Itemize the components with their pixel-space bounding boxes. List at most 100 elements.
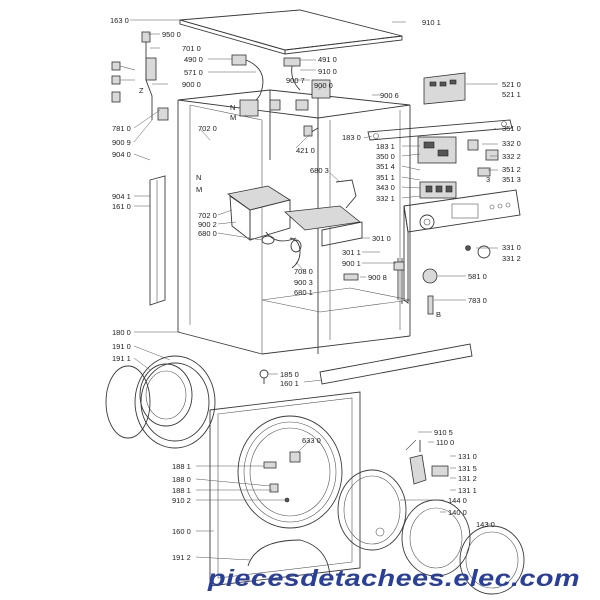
label-332-2: 332 2 — [502, 152, 521, 161]
top-lid — [179, 9, 403, 55]
inlet-valve — [231, 54, 301, 109]
label-708-0: 708 0 — [294, 267, 313, 276]
label-N-top: N — [230, 103, 235, 112]
label-131-2: 131 2 — [458, 474, 477, 483]
label-143-0: 143 0 — [476, 520, 495, 529]
front-panel — [209, 391, 361, 587]
label-910-0: 910 0 — [318, 67, 337, 76]
label-910-2: 910 2 — [172, 496, 191, 505]
label-161-0: 161 0 — [112, 202, 131, 211]
electrical-parts-top — [239, 79, 331, 137]
label-131-0: 131 0 — [458, 452, 477, 461]
label-490-0: 490 0 — [184, 55, 203, 64]
label-332-0: 332 0 — [502, 139, 521, 148]
knob-331 — [465, 245, 491, 259]
label-781-0: 781 0 — [112, 124, 131, 133]
label-900-8: 900 8 — [368, 273, 387, 282]
label-680-1: 680 1 — [294, 288, 313, 297]
side-panel — [149, 175, 166, 306]
site-watermark: piecesdetachees.elec.com — [207, 565, 580, 591]
label-350-0: 350 0 — [376, 152, 395, 161]
connector-900-8 — [343, 273, 359, 281]
label-188-0: 188 0 — [172, 475, 191, 484]
label-131-1: 131 1 — [458, 486, 477, 495]
label-701-0: 701 0 — [182, 44, 201, 53]
label-185-0: 185 0 — [280, 370, 299, 379]
label-Z: Z — [139, 86, 144, 95]
label-301-1: 301 1 — [342, 248, 361, 257]
label-B: B — [436, 310, 441, 319]
label-581-0: 581 0 — [468, 272, 487, 281]
door-glass-143 — [459, 525, 525, 595]
label-900-2: 900 2 — [198, 220, 217, 229]
label-191-2: 191 2 — [172, 553, 191, 562]
label-904-0: 904 0 — [112, 150, 131, 159]
label-163-0: 163 0 — [110, 16, 129, 25]
label-191-0: 191 0 — [112, 342, 131, 351]
label-M: M — [196, 185, 202, 194]
label-140-0: 140 0 — [448, 508, 467, 517]
label-900-1: 900 1 — [342, 259, 361, 268]
label-910-1: 910 1 — [422, 18, 441, 27]
label-3: 3 — [486, 175, 490, 184]
door-ring-144 — [337, 469, 407, 551]
label-783-0: 783 0 — [468, 296, 487, 305]
pcb-boards — [417, 136, 499, 199]
label-900-9: 900 9 — [112, 138, 131, 147]
label-900-6: 900 6 — [380, 91, 399, 100]
control-module-521 — [423, 72, 466, 105]
door-lock-110 — [405, 439, 449, 485]
label-188-1: 188 1 — [172, 462, 191, 471]
label-343-0: 343 0 — [376, 183, 395, 192]
label-491-0: 491 0 — [318, 55, 337, 64]
hose-assembly-left — [111, 31, 169, 121]
label-160-0: 160 0 — [172, 527, 191, 536]
label-702-0-b: 702 0 — [198, 211, 217, 220]
label-351-4: 351 4 — [376, 162, 395, 171]
door-assembly — [105, 355, 216, 449]
wiring-harness — [393, 258, 405, 304]
leader-lines — [130, 19, 499, 561]
drain-hose-708 — [289, 237, 302, 269]
label-904-1: 904 1 — [112, 192, 131, 201]
label-680-3: 680 3 — [310, 166, 329, 175]
label-160-1: 160 1 — [280, 379, 299, 388]
element-783 — [427, 295, 434, 315]
label-131-5: 131 5 — [458, 464, 477, 473]
porthole-191-2 — [247, 539, 331, 581]
foot-185 — [259, 369, 269, 384]
label-521-0: 521 0 — [502, 80, 521, 89]
detergent-drawer — [227, 185, 363, 247]
plinth-160-1 — [319, 343, 473, 385]
label-301-0: 301 0 — [372, 234, 391, 243]
label-351-3: 351 3 — [502, 175, 521, 184]
label-351-1: 351 1 — [376, 173, 395, 182]
label-521-1: 521 1 — [502, 90, 521, 99]
part-labels: 163 0 910 1 950 0 701 0 490 0 571 0 491 … — [110, 16, 521, 562]
pressure-sensor — [422, 268, 438, 284]
label-183-1: 183 1 — [376, 142, 395, 151]
label-571-0: 571 0 — [184, 68, 203, 77]
label-702-0-a: 702 0 — [198, 124, 217, 133]
label-351-0: 351 0 — [502, 124, 521, 133]
label-900-3: 900 3 — [294, 278, 313, 287]
label-633-0: 633 0 — [302, 436, 321, 445]
label-110-0: 110 0 — [436, 438, 454, 447]
label-910-5: 910 5 — [434, 428, 453, 437]
label-351-2: 351 2 — [502, 165, 521, 174]
label-M-top: M — [230, 113, 236, 122]
label-900-0-a: 900 0 — [182, 80, 201, 89]
label-950-0: 950 0 — [162, 30, 181, 39]
label-680-0: 680 0 — [198, 229, 217, 238]
label-N: N — [196, 173, 201, 182]
label-180-0: 180 0 — [112, 328, 131, 337]
part-680-3 — [335, 179, 357, 209]
label-144-0: 144 0 — [448, 496, 467, 505]
label-331-0: 331 0 — [502, 243, 521, 252]
label-332-1: 332 1 — [376, 194, 395, 203]
label-421-0: 421 0 — [296, 146, 315, 155]
label-900-0-b: 900 0 — [314, 81, 333, 90]
label-191-1: 191 1 — [112, 354, 131, 363]
label-188-1-b: 188 1 — [172, 486, 191, 495]
